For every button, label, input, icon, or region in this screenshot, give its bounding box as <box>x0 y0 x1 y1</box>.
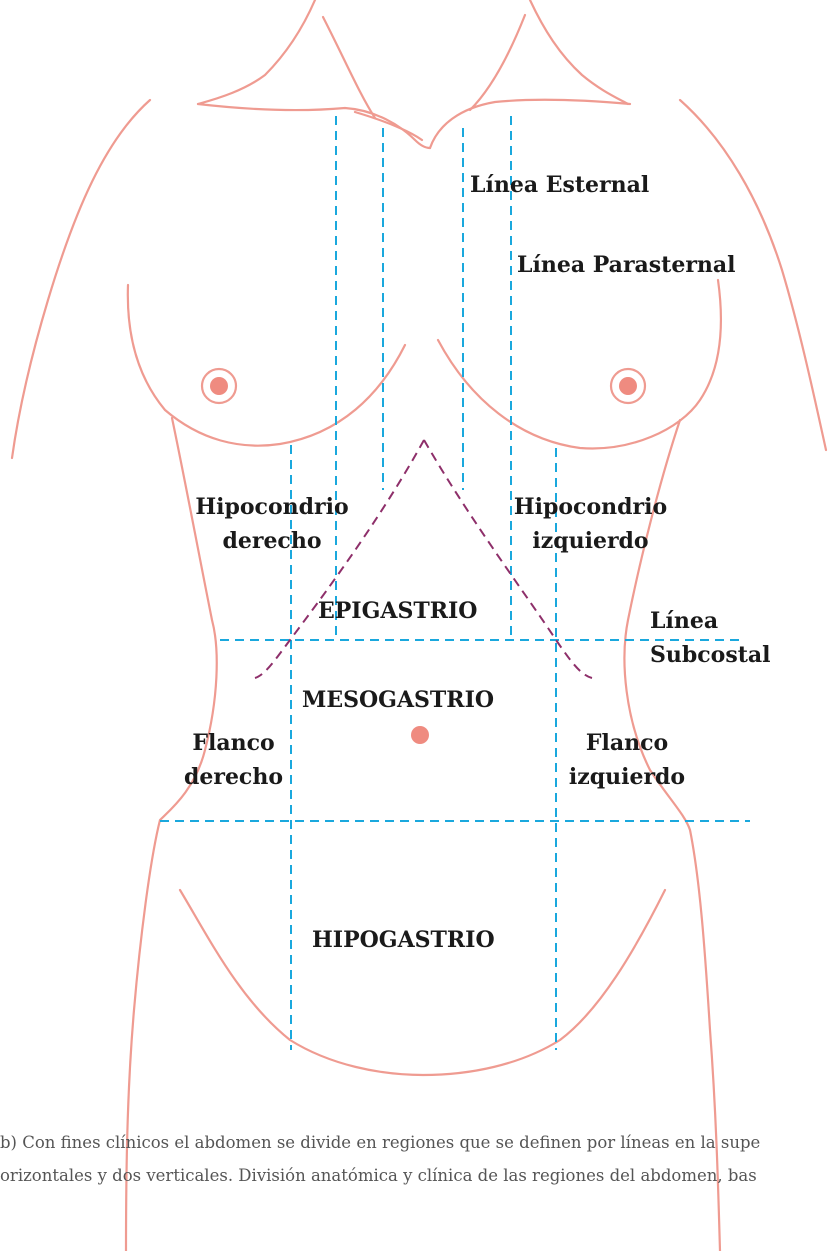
label-hipocondrio-derecho: Hipocondrio derecho <box>182 490 362 558</box>
label-line: Flanco <box>176 726 291 760</box>
lower-abdomen-contour <box>180 890 665 1075</box>
costal-margin-right <box>255 440 424 678</box>
caption-line-1: b) Con fines clínicos el abdomen se divi… <box>0 1132 760 1154</box>
costal-margin-left <box>424 440 592 678</box>
right-nipple <box>210 377 228 395</box>
label-flanco-izquierdo: Flanco izquierdo <box>557 726 697 794</box>
right-clavicle-contour <box>430 100 630 148</box>
right-shoulder-contour <box>12 100 150 458</box>
caption-line-2: orizontales y dos verticales. División a… <box>0 1165 757 1187</box>
label-linea-subcostal: Línea Subcostal <box>650 604 771 672</box>
label-linea-parasternal: Línea Parasternal <box>517 248 736 282</box>
right-trapezius-contour <box>470 15 525 110</box>
label-line: izquierdo <box>498 524 683 558</box>
label-mesogastrio: MESOGASTRIO <box>302 683 494 717</box>
label-line: derecho <box>176 760 291 794</box>
label-line: Flanco <box>557 726 697 760</box>
label-line: Hipocondrio <box>182 490 362 524</box>
neck-right-contour <box>530 0 628 104</box>
label-hipocondrio-izquierdo: Hipocondrio izquierdo <box>498 490 683 558</box>
left-nipple <box>619 377 637 395</box>
left-trapezius-contour <box>323 17 375 118</box>
costal-margin-line <box>255 440 592 678</box>
label-line: Hipocondrio <box>498 490 683 524</box>
label-flanco-derecho: Flanco derecho <box>176 726 291 794</box>
navel <box>411 726 429 744</box>
neck-left-contour <box>198 0 315 104</box>
label-hipogastrio: HIPOGASTRIO <box>312 923 495 957</box>
label-epigastrio: EPIGASTRIO <box>318 594 477 628</box>
right-chest-line <box>128 285 405 446</box>
label-line: Línea <box>650 604 771 638</box>
label-line: izquierdo <box>557 760 697 794</box>
label-line: Subcostal <box>650 638 771 672</box>
label-line: derecho <box>182 524 362 558</box>
label-linea-esternal: Línea Esternal <box>470 168 649 202</box>
